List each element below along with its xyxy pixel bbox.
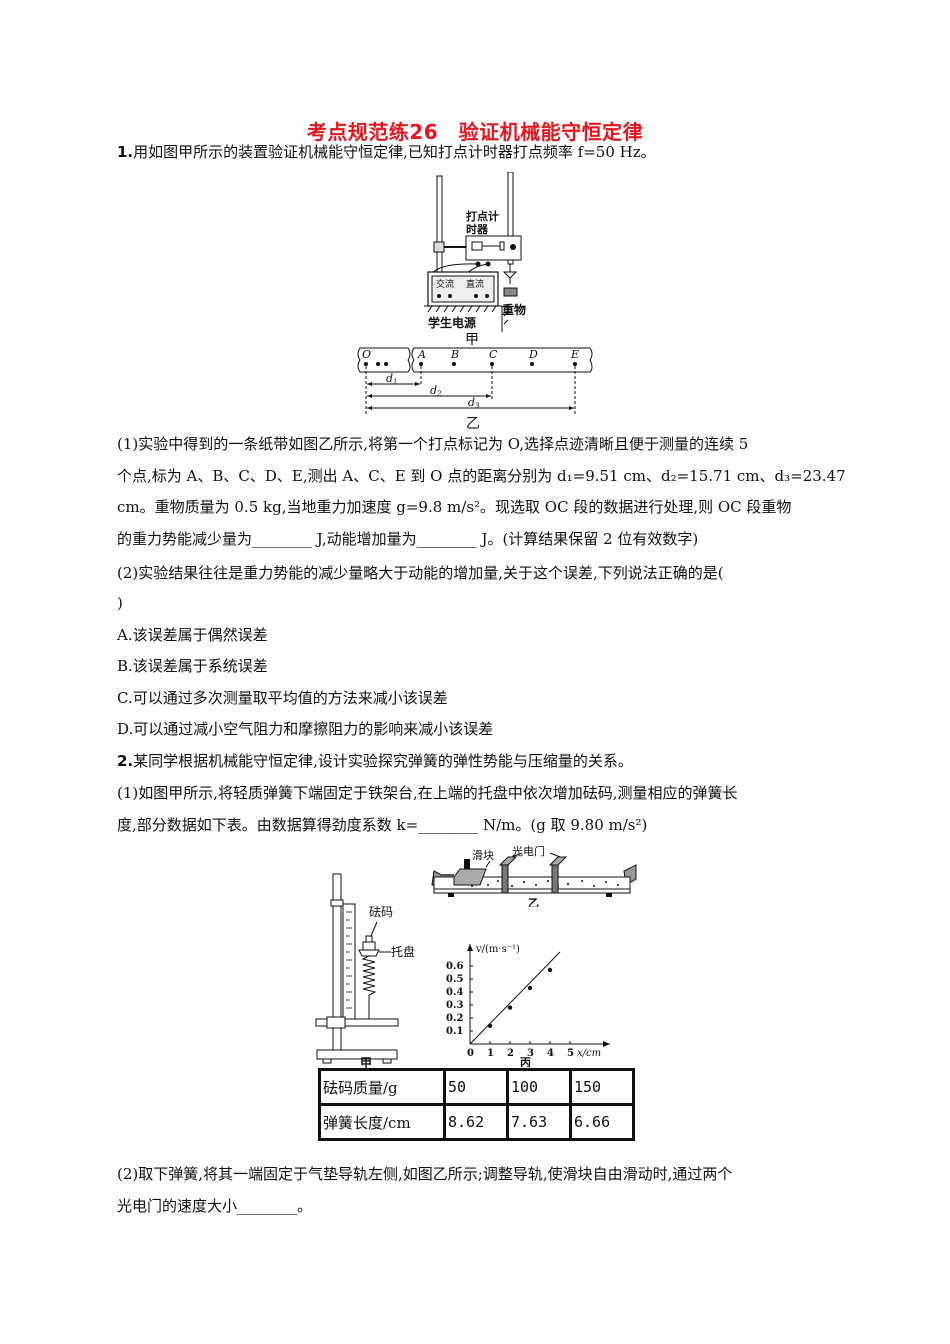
label-d1: d1	[386, 372, 398, 386]
x-tick-2: 2	[507, 1048, 514, 1059]
y-axis-label: v/(m·s⁻¹)	[475, 944, 520, 955]
q2-part2-line-1: (2)取下弹簧,将其一端固定于气垫导轨左侧,如图乙所示;调整导轨,使滑块自由滑动…	[117, 1165, 733, 1183]
weight-label: 重物	[502, 302, 526, 317]
q2-part2-line-2: 光电门的速度大小________。	[117, 1197, 313, 1215]
x-tick-3: 3	[527, 1048, 534, 1059]
data-point	[487, 1023, 493, 1028]
point-E: E	[570, 348, 579, 361]
x-tick-0: 0	[467, 1048, 474, 1059]
dc-label: 直流	[466, 278, 484, 290]
q2-figure-jia-caption: 甲	[360, 1056, 373, 1070]
q1-part2-line-1: (2)实验结果往往是重力势能的减少量略大于动能的增加量,关于这个误差,下列说法正…	[117, 564, 724, 582]
y-tick-0.4: 0.4	[446, 987, 463, 998]
y-tick-0.5: 0.5	[446, 974, 463, 985]
q2-part1-line-2: 度,部分数据如下表。由数据算得劲度系数 k=________ N/m。(g 取 …	[117, 816, 648, 834]
q2-figure-jia-spring: 砝码 托盘	[315, 873, 415, 1064]
q2-stem-text: 某同学根据机械能守恒定律,设计实验探究弹簧的弹性势能与压缩量的关系。	[133, 752, 633, 770]
table-row: 弹簧长度/cm 8.62 7.63 6.66	[318, 1103, 635, 1141]
fit-line	[469, 951, 561, 1045]
q1-number: 1.	[117, 143, 134, 161]
table-cell: 100	[506, 1068, 572, 1106]
page-title: 考点规范练26 验证机械能守恒定律	[306, 120, 644, 144]
q1-option-a: A.该误差属于偶然误差	[117, 626, 268, 644]
table-cell: 50	[443, 1068, 509, 1106]
table-row: 砝码质量/g 50 100 150	[318, 1068, 635, 1106]
power-supply-label: 学生电源	[428, 315, 476, 330]
q1-stem-text: 用如图甲所示的装置验证机械能守恒定律,已知打点计时器打点频率 f=50 Hz。	[133, 143, 656, 161]
q1-part2-line-2: )	[117, 594, 123, 612]
x-axis-label: x/cm	[577, 1048, 601, 1059]
table-header-length: 弹簧长度/cm	[318, 1103, 446, 1141]
y-tick-0.6: 0.6	[446, 961, 463, 972]
data-point	[507, 1005, 513, 1010]
q2-stem: 2.某同学根据机械能守恒定律,设计实验探究弹簧的弹性势能与压缩量的关系。	[117, 751, 633, 771]
weights-label: 砝码	[369, 904, 393, 919]
slider-label: 滑块	[472, 849, 494, 862]
point-O: O	[362, 348, 371, 361]
table-cell: 8.62	[443, 1103, 509, 1141]
table-cell: 6.66	[569, 1103, 635, 1141]
label-d2: d2	[430, 384, 442, 398]
timer-label-2: 时器	[466, 222, 489, 236]
x-tick-4: 4	[547, 1048, 554, 1059]
ac-label: 交流	[436, 278, 454, 290]
x-tick-5: 5	[567, 1048, 574, 1059]
q1-stem: 1.用如图甲所示的装置验证机械能守恒定律,已知打点计时器打点频率 f=50 Hz…	[117, 142, 656, 162]
point-D: D	[528, 348, 538, 361]
q2-figure-bing-caption: 丙	[520, 1056, 531, 1067]
timer-label: 打点计	[466, 209, 499, 223]
q1-figure-yi-caption: 乙	[466, 416, 480, 432]
q2-part1-line-1: (1)如图甲所示,将轻质弹簧下端固定于铁架台,在上端的托盘中依次增加砝码,测量相…	[117, 784, 738, 802]
point-B: B	[450, 348, 459, 361]
x-tick-1: 1	[487, 1048, 494, 1059]
q2-number: 2.	[117, 752, 134, 770]
table-header-mass: 砝码质量/g	[318, 1068, 446, 1106]
q1-part1-line-4: 的重力势能减少量为________ J,动能增加量为________ J。(计算…	[117, 530, 699, 548]
y-tick-0.2: 0.2	[446, 1013, 463, 1024]
data-point	[527, 985, 533, 991]
photogate-label: 光电门	[512, 845, 545, 858]
label-d3: d3	[468, 396, 480, 410]
q2-data-table: 砝码质量/g 50 100 150 弹簧长度/cm 8.62 7.63 6.66	[318, 1068, 635, 1141]
q1-figure-jia: 打点计 时器 交流 直流 学生电源 重物	[424, 172, 526, 332]
q1-figure-yi-tape: O A B C D E d1 d2 d3	[357, 347, 593, 416]
point-C: C	[489, 348, 498, 361]
q1-part1-line-1: (1)实验中得到的一条纸带如图乙所示,将第一个打点标记为 O,选择点迹清晰且便于…	[117, 435, 749, 453]
q1-figure-jia-caption: 甲	[465, 332, 479, 348]
q1-option-d: D.可以通过减小空气阻力和摩擦阻力的影响来减小该误差	[117, 720, 494, 738]
table-cell: 7.63	[506, 1103, 572, 1141]
data-point	[547, 967, 553, 973]
table-cell: 150	[569, 1068, 635, 1106]
pan-label: 托盘	[391, 944, 415, 959]
q1-option-b: B.该误差属于系统误差	[117, 657, 268, 675]
q2-figure-yi-caption: 乙	[528, 897, 539, 907]
y-tick-0.1: 0.1	[446, 1026, 463, 1037]
point-A: A	[417, 348, 426, 361]
y-tick-0.3: 0.3	[446, 1000, 463, 1011]
q1-part1-line-2: 个点,标为 A、B、C、D、E,测出 A、C、E 到 O 点的距离分别为 d₁=…	[117, 467, 846, 485]
q1-part1-line-3: cm。重物质量为 0.5 kg,当地重力加速度 g=9.8 m/s²。现选取 O…	[117, 498, 792, 516]
q2-figure-yi-air-track: 滑块 光电门 乙	[431, 845, 637, 907]
q1-option-c: C.可以通过多次测量取平均值的方法来减小该误差	[117, 689, 448, 707]
q2-figure-bing-chart: v/(m·s⁻¹) 0.1 0.2 0.3 0.4 0.5 0.6 0 1 2 …	[446, 944, 610, 1067]
